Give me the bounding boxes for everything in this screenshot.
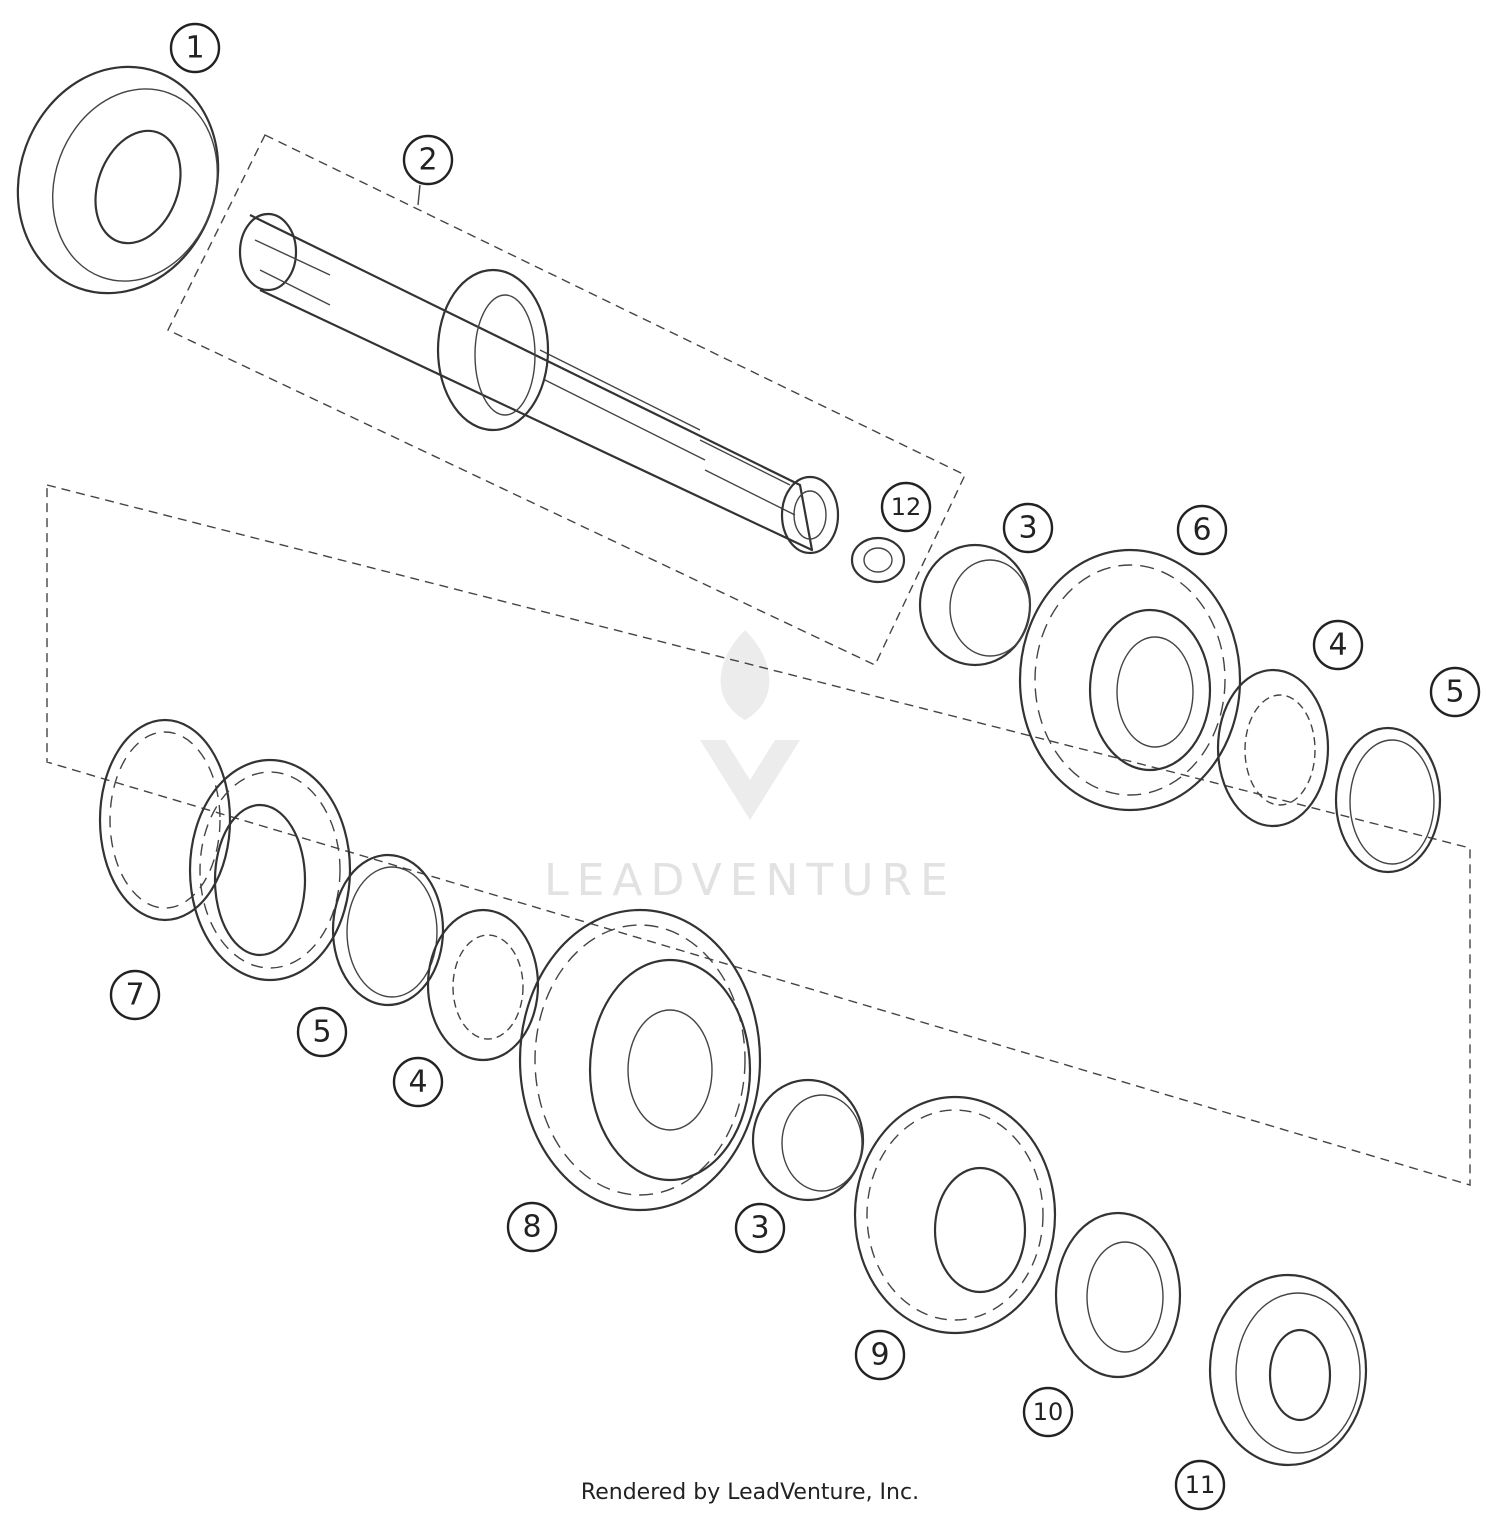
callout-5-upper: 5 (1429, 666, 1481, 718)
svg-text:4: 4 (408, 1065, 427, 1100)
callout-4-upper: 4 (1312, 619, 1364, 671)
gear-group-boundary (46, 484, 1471, 1186)
bearing-part-11 (1208, 1273, 1368, 1467)
svg-text:12: 12 (891, 493, 922, 521)
main-shaft-part-2 (238, 212, 840, 555)
svg-text:4: 4 (1328, 628, 1347, 663)
svg-text:9: 9 (870, 1338, 889, 1373)
footer-credit: Rendered by LeadVenture, Inc. (580, 1480, 920, 1505)
callout-12: 12 (880, 481, 932, 533)
callout-8: 8 (506, 1201, 558, 1253)
bearing-part-1 (16, 65, 220, 295)
callout-4-lower: 4 (392, 1056, 444, 1108)
washer-part-4-lower (426, 908, 540, 1062)
shaft-group-boundary (167, 134, 966, 666)
svg-text:6: 6 (1192, 513, 1211, 548)
watermark-logo: LEADVENTURE (544, 630, 956, 906)
leader-line-2 (417, 184, 421, 206)
svg-text:8: 8 (522, 1210, 541, 1245)
callout-6: 6 (1176, 504, 1228, 556)
callout-5-lower: 5 (296, 1006, 348, 1058)
svg-text:5: 5 (1445, 675, 1464, 710)
callout-10: 10 (1022, 1386, 1074, 1438)
callout-7: 7 (109, 969, 161, 1021)
callout-3-upper: 3 (1002, 502, 1054, 554)
circlip-part-5-upper (1334, 726, 1442, 874)
needle-bearing-part-3-lower (751, 1078, 865, 1202)
svg-text:7: 7 (125, 978, 144, 1013)
circlip-part-5-lower (331, 853, 445, 1007)
needle-bearing-part-3-upper (918, 543, 1032, 667)
gear-part-7 (98, 718, 352, 982)
callout-2: 2 (402, 134, 454, 186)
thrust-washer-part-10 (1054, 1211, 1182, 1379)
washer-part-4-upper (1216, 668, 1330, 828)
svg-text:11: 11 (1185, 1471, 1216, 1499)
gear-part-9 (853, 1095, 1057, 1335)
svg-text:5: 5 (312, 1015, 331, 1050)
svg-text:2: 2 (418, 143, 437, 178)
svg-text:3: 3 (1018, 511, 1037, 546)
svg-text:1: 1 (185, 31, 204, 66)
callout-3-lower: 3 (734, 1202, 786, 1254)
callout-11: 11 (1174, 1459, 1226, 1511)
svg-text:10: 10 (1033, 1398, 1064, 1426)
callout-1: 1 (169, 22, 221, 74)
callout-9: 9 (854, 1329, 906, 1381)
svg-text:3: 3 (750, 1211, 769, 1246)
watermark-text: LEADVENTURE (544, 855, 956, 906)
bushing-part-12 (850, 536, 906, 584)
gear-part-6 (1018, 548, 1242, 812)
gear-part-8 (518, 908, 762, 1212)
